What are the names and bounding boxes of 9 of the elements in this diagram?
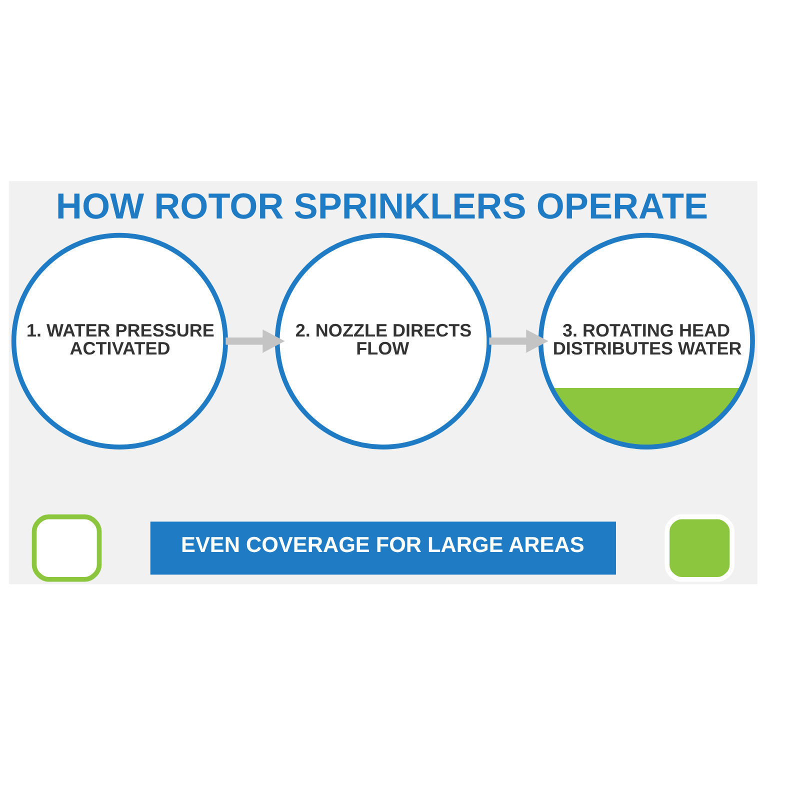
arrow — [488, 330, 548, 353]
node-circle: 2. NOZZLE DIRECTS FLOW — [274, 232, 491, 450]
arrow — [225, 330, 284, 353]
diagram-title: HOW ROTOR SPRINKLERS OPERATE — [55, 185, 708, 226]
node-box — [31, 514, 102, 582]
node-circle: 1. WATER PRESSURE ACTIVATED — [10, 232, 228, 450]
node-box — [664, 514, 734, 582]
node-circle: 3. ROTATING HEAD DISTRIBUTES WATER — [538, 232, 754, 450]
node-box: EVEN COVERAGE FOR LARGE AREAS — [150, 522, 616, 575]
